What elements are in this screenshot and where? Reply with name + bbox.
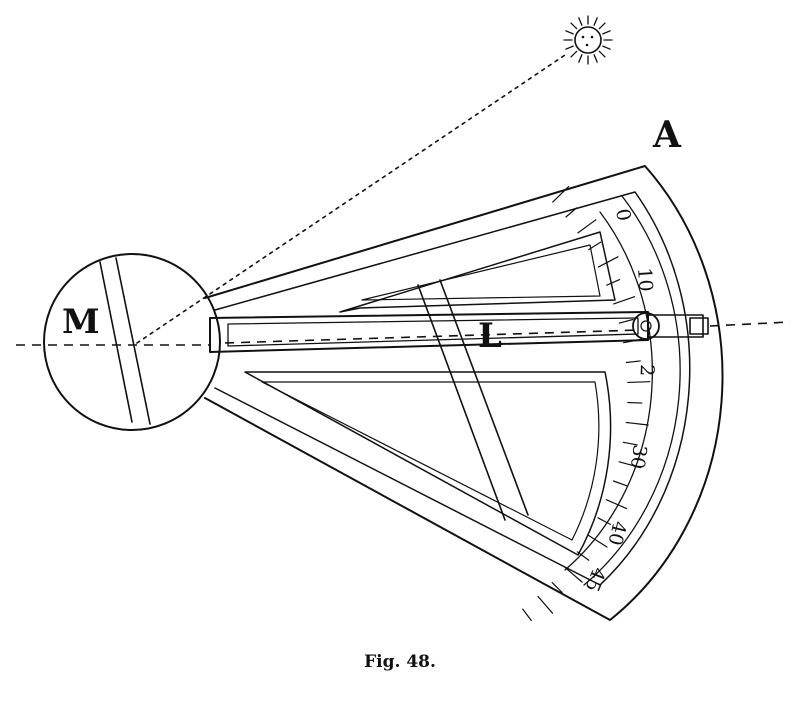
scale-mark-0: 0 xyxy=(611,207,635,223)
scale-tick xyxy=(551,581,563,594)
mirror-line-a xyxy=(99,261,133,423)
horizontal-axis-inner xyxy=(224,329,641,344)
scale-tick xyxy=(522,608,532,622)
index-arm-inner xyxy=(227,317,639,347)
sun-ray xyxy=(570,50,578,58)
upper-window xyxy=(339,231,616,313)
pivot-center xyxy=(640,320,652,332)
sun-sight-line xyxy=(136,54,566,344)
pivot-circle xyxy=(632,312,660,340)
scale-tick xyxy=(627,381,651,384)
sun-ray xyxy=(570,22,578,30)
scale-tick xyxy=(565,207,578,218)
scale-tick xyxy=(564,567,583,583)
sun-ray xyxy=(565,30,574,35)
sun-ray xyxy=(565,45,574,50)
scale-tick xyxy=(612,480,628,487)
cross-brace-left xyxy=(417,284,506,521)
label-index-arm: L xyxy=(478,316,502,356)
cross-brace-right xyxy=(439,279,529,516)
lower-window-inner xyxy=(261,381,600,541)
sun-ray xyxy=(593,17,598,26)
sun-ray xyxy=(578,54,583,63)
scale-tick xyxy=(625,360,641,364)
mirror-disc xyxy=(43,253,221,431)
scale-tick xyxy=(552,185,570,203)
scale-tick xyxy=(605,499,628,510)
lower-window xyxy=(244,371,612,556)
sun-ray xyxy=(578,17,583,26)
sun-ray xyxy=(602,45,611,50)
label-mirror-disc: M xyxy=(62,302,100,342)
mirror-line-b xyxy=(115,257,151,425)
scale-tick xyxy=(625,421,649,426)
scale-tick xyxy=(613,296,636,305)
scale-tick xyxy=(597,517,611,525)
label-sun-side: A xyxy=(652,114,682,156)
scale-tick xyxy=(627,401,643,404)
scale-mark-10: 10 xyxy=(633,267,657,293)
scale-tick xyxy=(597,256,619,268)
sun-ray xyxy=(598,22,606,30)
scale-tick xyxy=(622,441,638,446)
scale-tick xyxy=(618,461,641,469)
horizontal-axis-right xyxy=(709,321,791,327)
scale-tick xyxy=(606,279,621,286)
arm-end-pin xyxy=(647,314,704,338)
scale-mark-30: 30 xyxy=(626,443,651,470)
scale-tick xyxy=(587,534,608,548)
scale-tick xyxy=(618,318,634,324)
quadrant-inner-frame xyxy=(214,191,691,586)
sun-icon xyxy=(563,15,613,65)
figure-caption: Fig. 48. xyxy=(364,652,436,672)
scale-tick xyxy=(577,219,597,234)
scale-mark-2: 2 xyxy=(636,364,658,377)
index-arm xyxy=(209,311,649,353)
scale-mark-45: 45 xyxy=(580,564,609,595)
scale-tick xyxy=(537,595,554,614)
arm-tip xyxy=(689,317,709,335)
scale-band-inner xyxy=(564,211,653,571)
sun-ray xyxy=(598,50,606,58)
sun-ray xyxy=(593,54,598,63)
scale-ticks xyxy=(522,185,651,622)
sun-ray xyxy=(602,30,611,35)
scale-band-outer xyxy=(583,195,681,586)
upper-window-inner xyxy=(361,244,601,301)
quadrant-outer-frame xyxy=(204,165,724,621)
